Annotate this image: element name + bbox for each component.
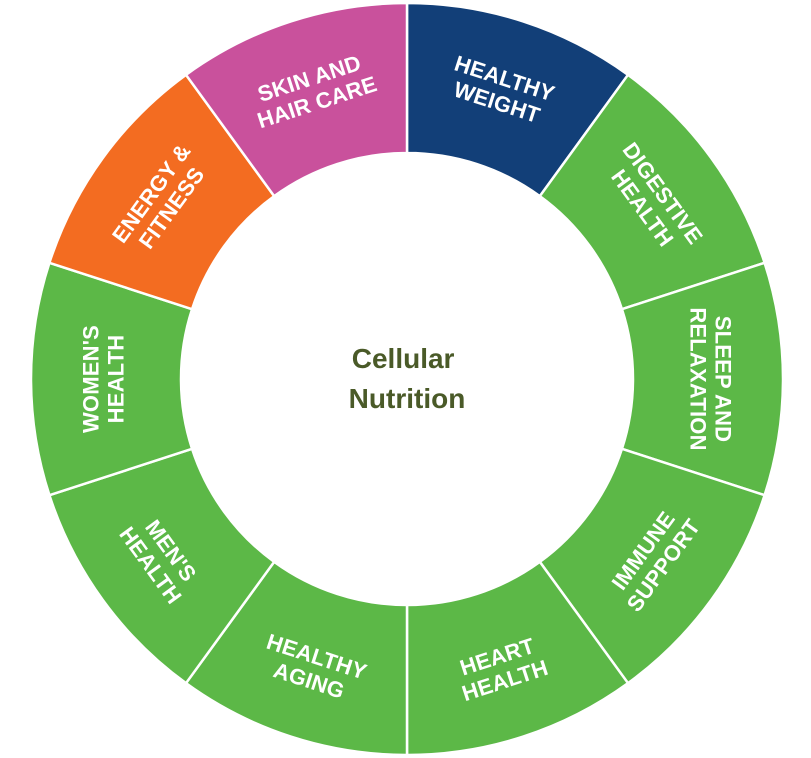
segment-label-line: SLEEP AND: [711, 316, 736, 443]
center-title-line-2: Nutrition: [349, 383, 466, 414]
center-title-line-1: Cellular: [352, 343, 455, 374]
segment-label-line: HEALTH: [104, 335, 129, 424]
segment-label-group: SLEEP ANDRELAXATION: [686, 307, 736, 450]
segment-label-line: WOMEN'S: [79, 325, 104, 433]
segment-label: SLEEP ANDRELAXATION: [686, 307, 736, 450]
segment-label-line: RELAXATION: [686, 307, 711, 450]
segment-label: WOMEN'SHEALTH: [79, 325, 129, 433]
center-title: Cellular Nutrition: [349, 343, 466, 414]
center-disc: [181, 153, 633, 605]
segment-label-group: WOMEN'SHEALTH: [79, 325, 129, 433]
